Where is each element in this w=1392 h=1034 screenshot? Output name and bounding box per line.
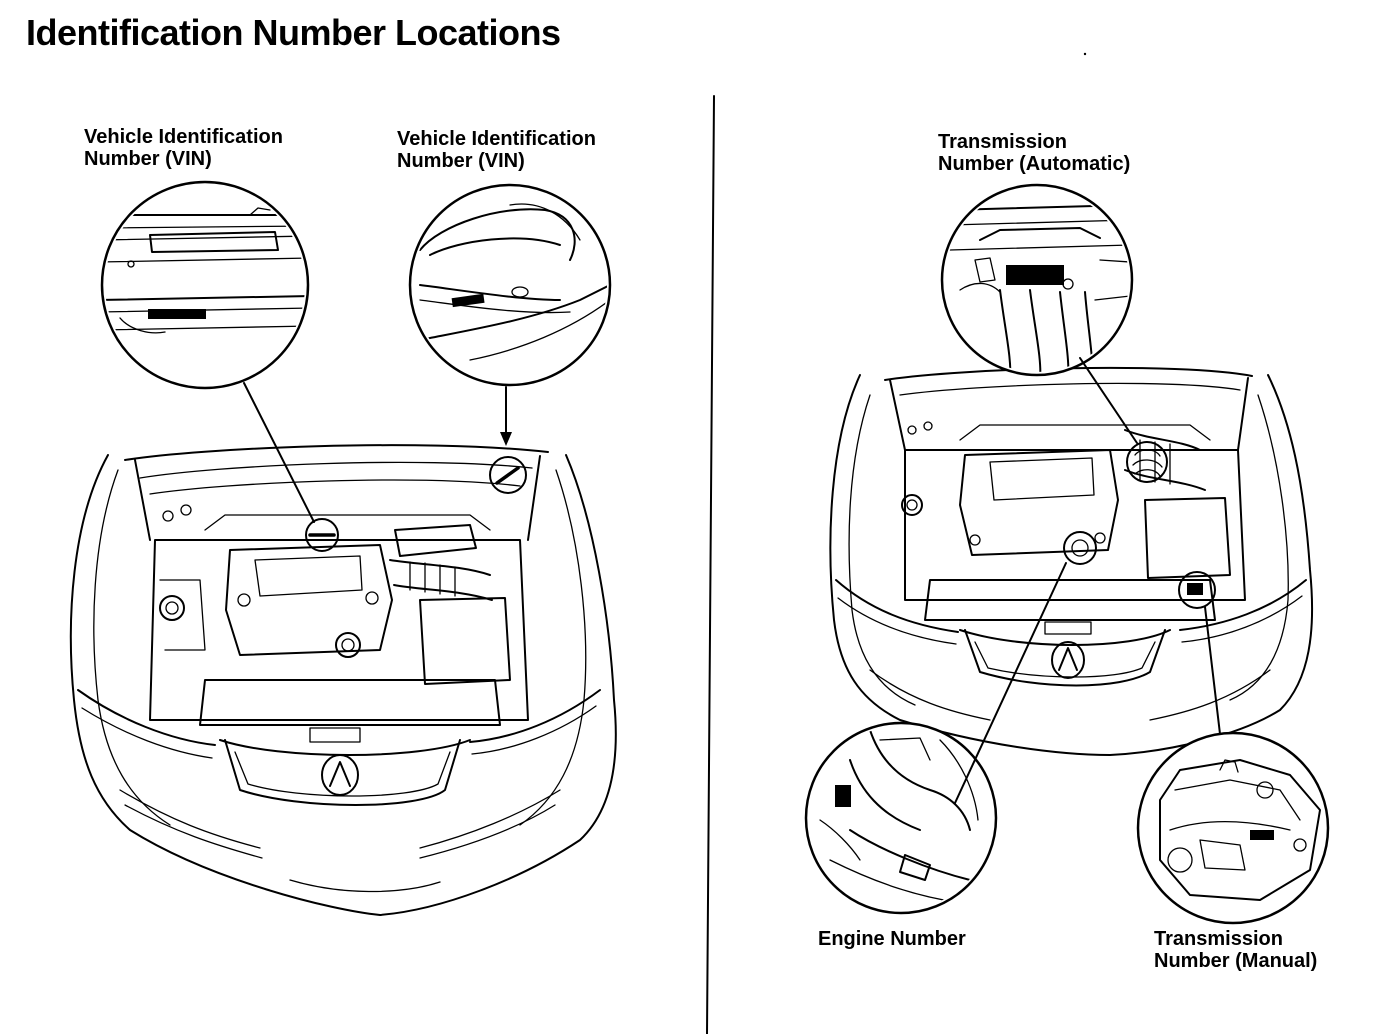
page-title: Identification Number Locations <box>26 12 561 53</box>
transmission-automatic-label-line2: Number (Automatic) <box>938 153 1131 175</box>
transmission-manual-leader-line <box>1204 606 1221 735</box>
vin-label-windshield: Vehicle Identification Number (VIN) <box>397 128 596 172</box>
right-car-illustration <box>829 366 1314 756</box>
vin-label-dashboard: Vehicle Identification Number (VIN) <box>84 126 283 170</box>
engine-number-leader-line <box>954 562 1067 804</box>
vin-label-windshield-line2: Number (VIN) <box>397 150 525 172</box>
panel-divider <box>706 95 715 1034</box>
transmission-auto-leader-line <box>1079 357 1138 444</box>
transmission-automatic-label: Transmission Number (Automatic) <box>938 131 1130 175</box>
transmission-manual-marker <box>1178 571 1216 609</box>
transmission-manual-label-line1: Transmission <box>1154 928 1283 950</box>
transmission-automatic-label-line1: Transmission <box>938 131 1067 153</box>
vin-label-dashboard-line1: Vehicle Identification <box>84 126 283 148</box>
transmission-manual-label-line2: Number (Manual) <box>1154 950 1318 972</box>
vin-dash-marker <box>305 518 339 552</box>
transmission-auto-marker <box>1126 441 1168 483</box>
left-car-illustration <box>69 444 617 916</box>
vin-windshield-marker <box>489 456 527 494</box>
vin-label-dashboard-line2: Number (VIN) <box>84 148 212 170</box>
vin-windshield-detail-circle <box>408 183 612 387</box>
vin-dashboard-detail-circle <box>100 180 310 390</box>
engine-number-marker <box>1063 531 1097 565</box>
engine-number-label-line1: Engine Number <box>818 928 966 950</box>
engine-number-detail-circle <box>804 721 998 915</box>
transmission-manual-detail-circle <box>1136 731 1330 925</box>
transmission-auto-detail-circle <box>940 183 1134 377</box>
transmission-manual-label: Transmission Number (Manual) <box>1154 928 1317 972</box>
engine-number-label: Engine Number <box>818 928 966 950</box>
vin-dashboard-leader-line <box>243 382 315 523</box>
vin-label-windshield-line1: Vehicle Identification <box>397 128 596 150</box>
